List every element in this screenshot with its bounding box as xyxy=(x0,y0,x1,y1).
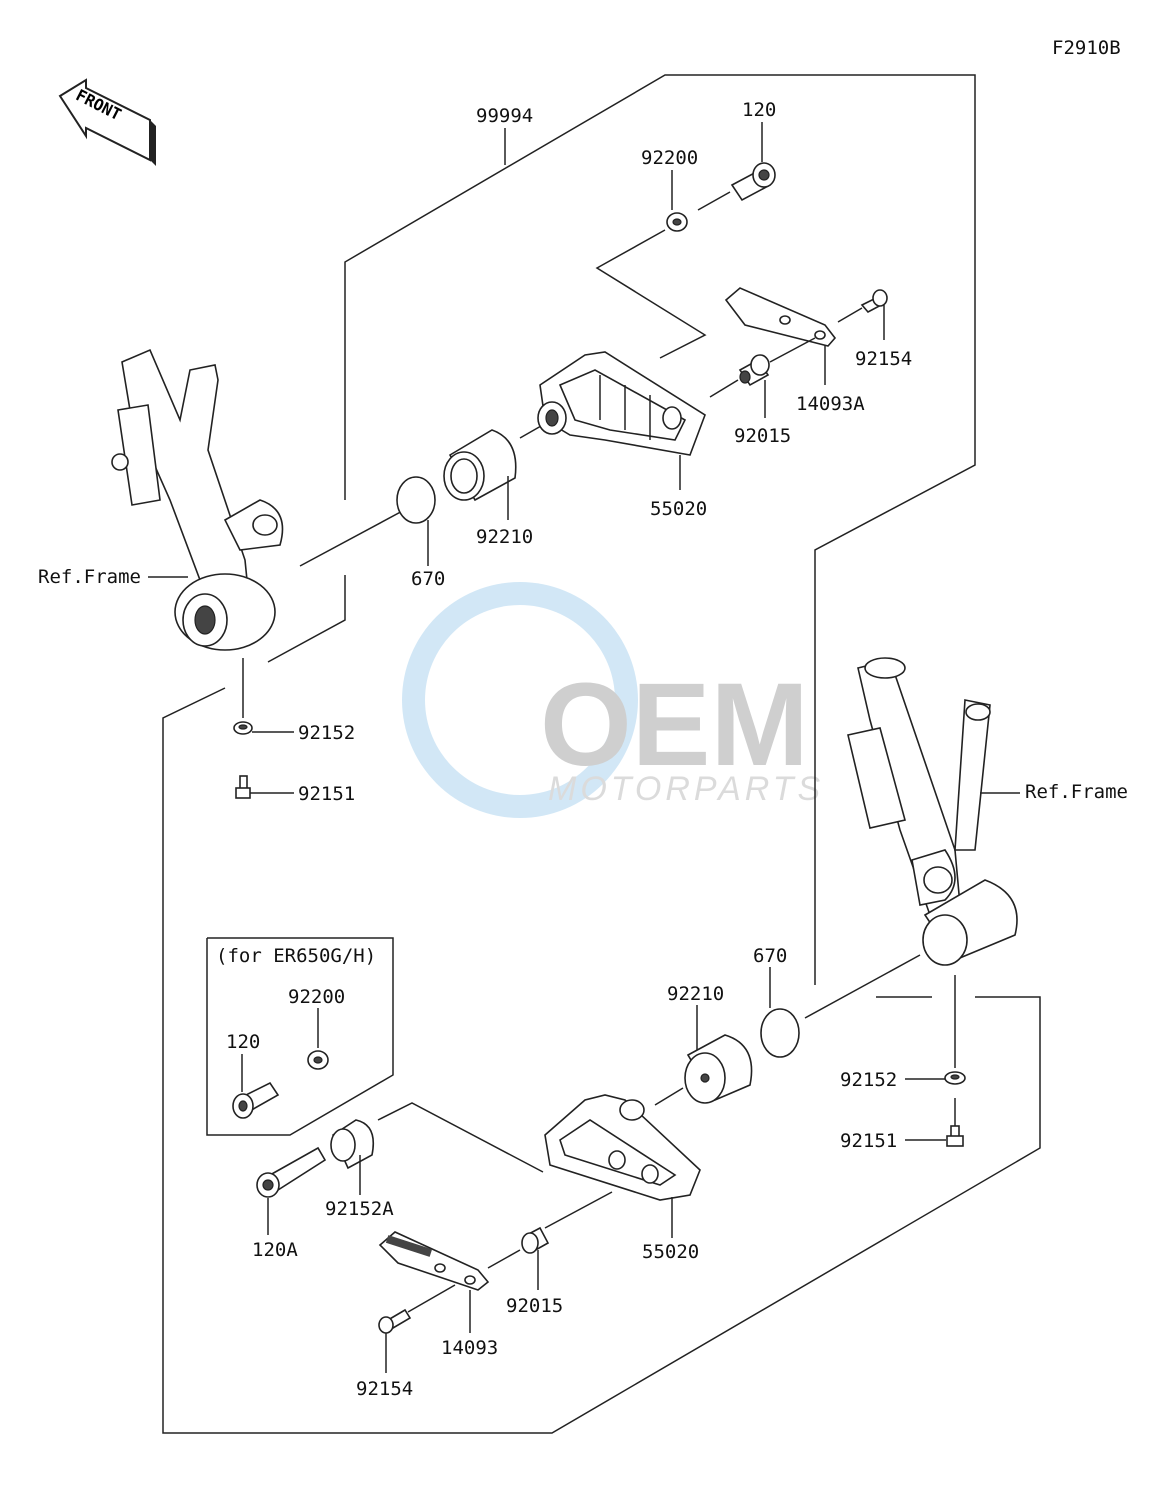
label-670-top: 670 xyxy=(411,568,445,590)
watermark-globe-inner xyxy=(425,605,615,795)
label-92152A: 92152A xyxy=(325,1198,394,1220)
part-55020-bottom xyxy=(544,1094,701,1201)
label-120-top: 120 xyxy=(742,99,776,121)
part-14093A xyxy=(724,287,837,347)
label-ref-frame-left: Ref.Frame xyxy=(38,566,141,588)
part-670-right xyxy=(760,1008,800,1058)
upper-kit-boundary-lower xyxy=(267,575,346,663)
axis-line-right xyxy=(804,954,921,1019)
assembly-leader-top xyxy=(595,229,707,359)
label-92151-left: 92151 xyxy=(298,783,355,805)
axis-line-92015-bottom xyxy=(544,1191,613,1229)
part-120-box xyxy=(232,1081,280,1119)
front-arrow-icon: FRONT xyxy=(58,78,156,166)
label-670-right: 670 xyxy=(753,945,787,967)
part-92151-left xyxy=(235,775,251,799)
watermark: OEM MOTORPARTS xyxy=(402,582,824,818)
label-99994: 99994 xyxy=(476,105,533,127)
part-92152-right-hole xyxy=(950,1074,960,1080)
part-92151-right xyxy=(946,1125,964,1147)
part-92200-top-hole xyxy=(672,218,682,226)
part-14093 xyxy=(378,1231,490,1291)
label-92210-right: 92210 xyxy=(667,983,724,1005)
label-92152-left: 92152 xyxy=(298,722,355,744)
label-120-box: 120 xyxy=(226,1031,260,1053)
variant-box xyxy=(206,937,394,1136)
label-92015-top: 92015 xyxy=(734,425,791,447)
part-55020-top xyxy=(537,351,706,456)
variant-note: (for ER650G/H) xyxy=(216,945,376,967)
watermark-subtitle: MOTORPARTS xyxy=(548,770,824,808)
part-92015-bottom xyxy=(521,1226,550,1254)
part-120A xyxy=(256,1146,327,1198)
part-92200-box-hole xyxy=(313,1056,323,1064)
axis-line-92015-top xyxy=(709,379,739,398)
axis-line-120-top xyxy=(697,191,731,211)
label-92151-right: 92151 xyxy=(840,1130,897,1152)
axis-line-92154-bottom xyxy=(407,1284,456,1313)
label-92200-box: 92200 xyxy=(288,986,345,1008)
label-14093: 14093 xyxy=(441,1337,498,1359)
label-92154-top: 92154 xyxy=(855,348,912,370)
watermark-globe-icon xyxy=(402,582,638,818)
part-92152A xyxy=(330,1119,375,1170)
assembly-leader-bottom xyxy=(377,1102,544,1173)
upper-kit-boundary xyxy=(344,74,976,985)
part-92015-top xyxy=(738,354,770,387)
part-92154-bottom xyxy=(378,1308,412,1334)
label-92015-bottom: 92015 xyxy=(506,1295,563,1317)
axis-line-left xyxy=(299,507,409,567)
right-frame-part xyxy=(847,657,1018,966)
watermark-brand: OEM xyxy=(540,659,809,791)
label-92152-right: 92152 xyxy=(840,1069,897,1091)
label-ref-frame-right: Ref.Frame xyxy=(1025,781,1128,803)
axis-line-92015-14093A xyxy=(769,337,816,363)
kawasaki-logo-icon xyxy=(385,1235,433,1257)
label-55020-bottom: 55020 xyxy=(642,1241,699,1263)
part-92210-right xyxy=(684,1034,753,1104)
part-670-top xyxy=(396,476,436,524)
label-92210-top: 92210 xyxy=(476,526,533,548)
left-frame-part xyxy=(111,348,284,651)
axis-line-14093-92015 xyxy=(487,1249,521,1269)
label-14093A: 14093A xyxy=(796,393,865,415)
part-120-top xyxy=(730,162,776,202)
label-92154-bottom: 92154 xyxy=(356,1378,413,1400)
axis-line-92210-55020-bottom xyxy=(654,1087,684,1106)
part-92210-top xyxy=(443,429,517,502)
axis-line-92154-top xyxy=(837,307,863,323)
label-120A: 120A xyxy=(252,1239,298,1261)
lower-kit-boundary xyxy=(162,687,1041,1434)
part-92154-top xyxy=(860,289,888,314)
part-92152-left-hole xyxy=(238,724,248,730)
figure-code: F2910B xyxy=(1052,37,1121,59)
label-92200-top: 92200 xyxy=(641,147,698,169)
label-55020-top: 55020 xyxy=(650,498,707,520)
